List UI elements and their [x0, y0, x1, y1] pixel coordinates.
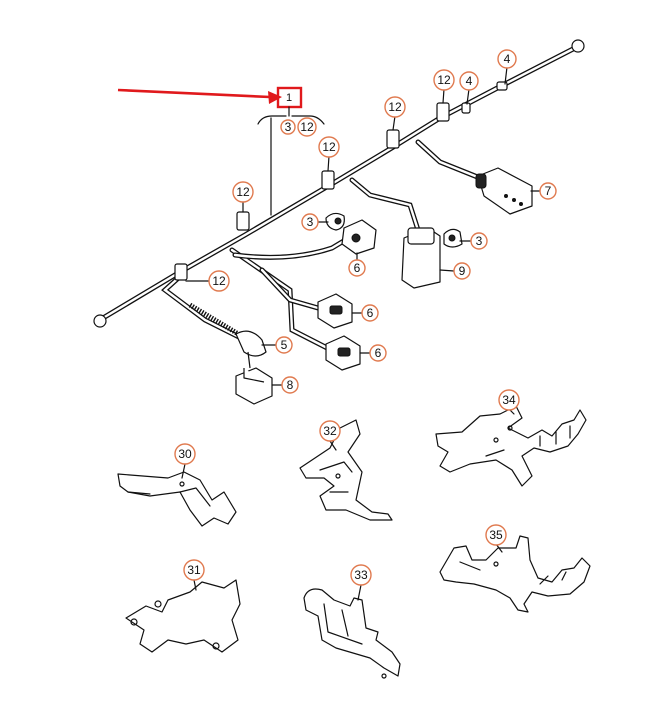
connector-9 [401, 227, 441, 289]
callout-33-label: 33 [354, 568, 368, 582]
callout-8-label: 8 [287, 378, 294, 392]
leader-lines [185, 66, 542, 386]
callout-31[interactable]: 31 [183, 559, 205, 581]
connector-8 [235, 367, 273, 405]
callout-30-label: 30 [178, 447, 192, 461]
callout-33[interactable]: 33 [350, 564, 372, 586]
callout-7[interactable]: 7 [539, 182, 557, 200]
ring-terminal-left [93, 314, 107, 328]
callout-8[interactable]: 8 [281, 376, 299, 394]
callout-6-mid[interactable]: 6 [361, 304, 379, 322]
callout-12-left-label: 12 [236, 185, 250, 199]
callout-7-label: 7 [545, 184, 552, 198]
sensor-3-left [325, 212, 345, 231]
callout-5[interactable]: 5 [275, 336, 293, 354]
callout-sub-3-label: 3 [285, 120, 292, 134]
callout-35-label: 35 [489, 528, 503, 542]
callout-34-label: 34 [502, 393, 516, 407]
bracket-34 [435, 405, 587, 487]
connector-6-mid [317, 293, 353, 329]
group-label: 1 [286, 92, 292, 104]
callout-6-center-label: 6 [354, 261, 361, 275]
callout-12-top-right[interactable]: 12 [433, 69, 455, 91]
callout-35[interactable]: 35 [485, 524, 507, 546]
ring-terminal-right [571, 39, 585, 53]
bracket-35 [439, 535, 591, 613]
callout-31-label: 31 [187, 563, 201, 577]
callout-9[interactable]: 9 [453, 262, 471, 280]
callout-9-label: 9 [459, 264, 466, 278]
group-bracket [257, 106, 325, 125]
connector-7 [475, 167, 533, 215]
callout-5-label: 5 [281, 338, 288, 352]
callout-6-low[interactable]: 6 [369, 344, 387, 362]
callout-3-right-label: 3 [476, 234, 483, 248]
callout-sub-12[interactable]: 12 [297, 117, 317, 137]
connector-6-center [341, 219, 377, 255]
callout-30[interactable]: 30 [174, 443, 196, 465]
callout-12-top-label: 12 [388, 100, 402, 114]
callout-6-low-label: 6 [375, 346, 382, 360]
bracket-33 [303, 588, 401, 679]
callout-3-left-label: 3 [307, 215, 314, 229]
callout-4-left[interactable]: 4 [459, 71, 479, 91]
callout-6-mid-label: 6 [367, 306, 374, 320]
bracket-30 [117, 471, 237, 527]
callout-32-label: 32 [323, 424, 337, 438]
callout-6-center[interactable]: 6 [348, 259, 366, 277]
callout-sub-3[interactable]: 3 [280, 119, 296, 135]
connector-6-low [325, 335, 361, 371]
bracket-32 [299, 419, 393, 521]
callout-12-low[interactable]: 12 [208, 270, 230, 292]
bracket-31 [125, 579, 241, 653]
callout-sub-12-label: 12 [300, 120, 314, 134]
callout-32[interactable]: 32 [319, 420, 341, 442]
callout-12-top-right-label: 12 [437, 73, 451, 87]
sensor-3-right [443, 228, 463, 248]
callout-12-mid[interactable]: 12 [318, 136, 340, 158]
callout-12-low-label: 12 [212, 274, 226, 288]
connector-5 [235, 330, 267, 369]
callout-12-left[interactable]: 12 [232, 181, 254, 203]
highlight-arrow [117, 88, 282, 104]
callout-4-right-label: 4 [504, 52, 511, 66]
callout-3-left[interactable]: 3 [301, 213, 319, 231]
callout-3-right[interactable]: 3 [470, 232, 488, 250]
wiring-harness [100, 45, 578, 355]
callout-34[interactable]: 34 [498, 389, 520, 411]
callout-4-right[interactable]: 4 [497, 49, 517, 69]
callout-12-mid-label: 12 [322, 140, 336, 154]
callout-12-top[interactable]: 12 [384, 96, 406, 118]
callout-4-left-label: 4 [466, 74, 473, 88]
